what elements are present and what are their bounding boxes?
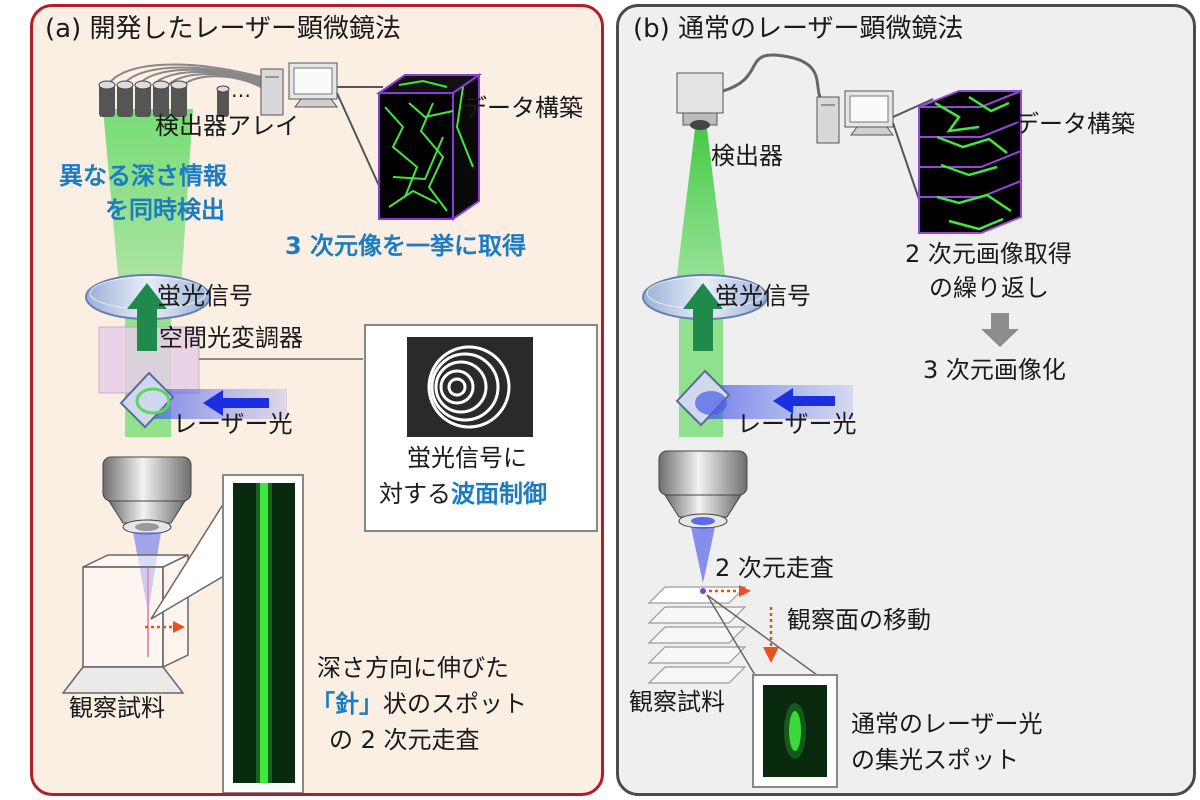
plane-move-label: 観察面の移動 — [787, 606, 931, 634]
panel-conventional-method: (b) 通常のレーザー顕微鏡法 検出器 データ構築 2 次元画像取得 の繰り返し… — [616, 4, 1196, 796]
volume-label: 3 次元画像化 — [923, 356, 1066, 384]
scan-direction-arrow — [145, 621, 185, 633]
wavefront-inset — [364, 324, 598, 532]
scan-2d-arrow — [709, 585, 751, 597]
laser-arrow — [773, 388, 835, 414]
process-down-arrow — [981, 313, 1019, 347]
focus-cone — [691, 527, 715, 583]
fluorescence-beam — [673, 129, 729, 307]
laser-label: レーザー光 — [173, 410, 293, 438]
panel-a-illustration — [61, 62, 598, 793]
needle-caption-emphasis: 「針」 — [311, 690, 383, 718]
data-construct-label: データ構築 — [1015, 110, 1135, 138]
wavefront-caption-line1: 蛍光信号に — [407, 444, 527, 472]
laser-label: レーザー光 — [737, 410, 857, 438]
computer-icon — [816, 90, 894, 144]
laser-arrow — [203, 390, 269, 416]
needle-caption-line3: の 2 次元走査 — [329, 726, 480, 754]
panel-b-illustration — [642, 53, 1022, 788]
plane-move-arrow — [763, 607, 779, 663]
spot-caption-line2: の集光スポット — [851, 746, 1019, 774]
dichroic-mirror — [119, 371, 175, 429]
volume-data-cube — [375, 73, 483, 221]
detector-array-label: 検出器アレイ — [155, 112, 299, 140]
simultaneous-detection-line2: を同時検出 — [105, 196, 225, 224]
panel-b-title: (b) 通常のレーザー顕微鏡法 — [633, 14, 964, 44]
fluorescence-signal-label: 蛍光信号 — [157, 282, 253, 310]
sample-container — [61, 553, 189, 694]
detector-array-dots: … — [231, 78, 251, 102]
focal-spot-image — [752, 674, 838, 788]
volume-capture-label: 3 次元像を一挙に取得 — [285, 232, 527, 260]
needle-spot-image — [222, 474, 304, 793]
needle-caption-plain: 状のスポット — [383, 690, 527, 718]
repeat-caption-line2: の繰り返し — [929, 274, 1049, 302]
data-construct-label: データ構築 — [463, 94, 583, 122]
needle-caption-line1: 深さ方向に伸びた — [317, 654, 509, 682]
fluorescence-up-arrow — [127, 283, 167, 351]
objective-lens — [658, 450, 748, 529]
detector-label: 検出器 — [711, 142, 783, 170]
computer-icon — [260, 62, 338, 116]
repeat-caption-line1: 2 次元画像取得 — [905, 240, 1072, 268]
slm-label: 空間光変調器 — [159, 324, 303, 352]
fluorescence-beam-upper — [103, 109, 193, 287]
fluorescence-signal-label: 蛍光信号 — [715, 282, 811, 310]
fluorescence-up-arrow — [683, 283, 723, 351]
cable-bundle — [107, 63, 262, 88]
wavefront-caption-line2: 対する波面制御 — [379, 480, 547, 509]
wavefront-caption-plain: 対する — [379, 480, 451, 508]
needle-caption-line2: 「針」状のスポット — [311, 690, 527, 719]
detector-icon — [676, 72, 724, 130]
spot-caption-line1: 通常のレーザー光 — [851, 710, 1043, 738]
objective-lens — [102, 456, 192, 535]
scan-2d-label: 2 次元走査 — [715, 554, 834, 582]
detector-cable — [722, 53, 840, 105]
wavefront-caption-emphasis: 波面制御 — [451, 480, 547, 508]
panel-developed-method: (a) 開発したレーザー顕微鏡法 … 検出器アレイ データ構築 異なる深さ情報 … — [30, 4, 604, 796]
panel-a-title: (a) 開発したレーザー顕微鏡法 — [45, 14, 401, 44]
sample-label: 観察試料 — [69, 694, 165, 722]
detector-array-icon — [98, 80, 230, 117]
simultaneous-detection-line1: 異なる深さ情報 — [59, 162, 227, 190]
slice-stack — [918, 89, 1022, 234]
sample-label: 観察試料 — [629, 688, 725, 716]
